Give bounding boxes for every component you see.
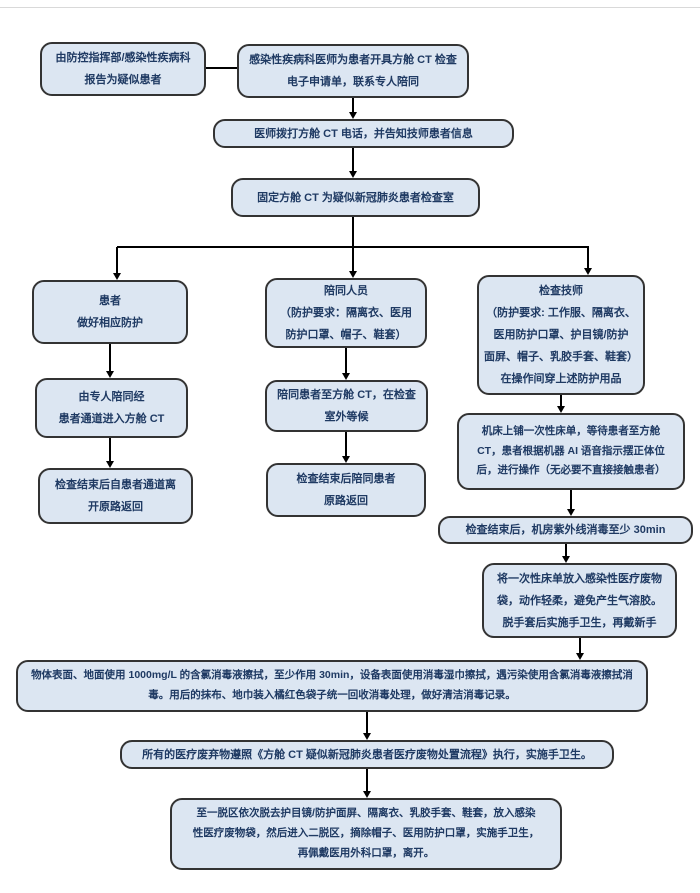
node-escort-wait: 陪同患者至方舱 CT，在检查 室外等候	[265, 380, 428, 432]
node-order-ct: 感染性疾病科医师为患者开具方舱 CT 检查 电子申请单，联系专人陪同	[237, 44, 469, 98]
node-patient-role: 患者 做好相应防护	[32, 280, 188, 344]
node-uv-disinfect: 检查结束后，机房紫外线消毒至少 30min	[438, 516, 693, 544]
connector-patient-enter-to-return	[109, 438, 111, 461]
arrowhead-operate-to-uv	[567, 509, 575, 516]
arrowhead-patient-enter-to-return	[106, 461, 114, 468]
connector-escort-role-to-wait	[345, 348, 347, 373]
node-patient-enter: 由专人陪同经 患者通道进入方舱 CT	[35, 378, 188, 438]
arrowhead-split-to-patient	[113, 273, 121, 280]
node-sheet-disposal: 将一次性床单放入感染性医疗废物 袋，动作轻柔，避免产生气溶胶。 脱手套后实施手卫…	[482, 563, 677, 638]
arrowhead-waste-to-doffing	[363, 791, 371, 798]
arrowhead-escort-role-to-wait	[342, 373, 350, 380]
node-medical-waste: 所有的医疗废弃物遵照《方舱 CT 疑似新冠肺炎患者医疗废物处置流程》执行，实施手…	[120, 740, 614, 769]
node-technician-role: 检查技师 （防护要求: 工作服、隔离衣、 医用防护口罩、护目镜/防护 面屏、帽子…	[477, 275, 645, 395]
arrowhead-patient-role-to-enter	[106, 371, 114, 378]
connector-technician-role-to-operate	[560, 395, 562, 406]
connector-order-to-phone	[352, 98, 354, 112]
arrowhead-surface-to-waste	[363, 733, 371, 740]
connector-report-to-order	[206, 67, 237, 69]
connector-surface-to-waste	[366, 712, 368, 733]
node-patient-return: 检查结束后自患者通道离 开原路返回	[38, 468, 193, 524]
arrowhead-escort-wait-to-return	[342, 456, 350, 463]
connector-escort-wait-to-return	[345, 432, 347, 456]
node-fixed-room: 固定方舱 CT 为疑似新冠肺炎患者检查室	[231, 178, 480, 217]
node-technician-operate: 机床上铺一次性床单，等待患者至方舱 CT，患者根据机器 AI 语音指示摆正体位 …	[457, 413, 685, 490]
connector-waste-to-doffing	[366, 769, 368, 791]
node-phone-call: 医师拨打方舱 CT 电话，并告知技师患者信息	[213, 119, 514, 148]
connector-split-to-technician	[587, 247, 589, 268]
connector-room-to-escort	[352, 217, 354, 271]
node-doffing: 至一脱区依次脱去护目镜/防护面屏、隔离衣、乳胶手套、鞋套，放入感染 性医疗废物袋…	[170, 798, 562, 870]
connector-operate-to-uv	[570, 490, 572, 509]
arrowhead-phone-to-room	[349, 171, 357, 178]
arrowhead-technician-role-to-operate	[557, 406, 565, 413]
connector-sheet-to-surface	[579, 638, 581, 653]
node-escort-role: 陪同人员 （防护要求：隔离衣、医用 防护口罩、帽子、鞋套）	[265, 278, 427, 348]
connector-phone-to-room	[352, 148, 354, 171]
connector-branch-split	[117, 246, 589, 248]
arrowhead-room-to-escort	[349, 271, 357, 278]
node-escort-return: 检查结束后陪同患者 原路返回	[266, 463, 426, 517]
node-report-source: 由防控指挥部/感染性疾病科 报告为疑似患者	[40, 42, 206, 96]
connector-uv-to-sheet	[565, 544, 567, 556]
top-border-line	[0, 7, 700, 8]
arrowhead-split-to-technician	[584, 268, 592, 275]
arrowhead-sheet-to-surface	[576, 653, 584, 660]
connector-patient-role-to-enter	[109, 344, 111, 371]
connector-split-to-patient	[116, 247, 118, 273]
arrowhead-order-to-phone	[349, 112, 357, 119]
arrowhead-uv-to-sheet	[562, 556, 570, 563]
node-surface-disinfect: 物体表面、地面使用 1000mg/L 的含氯消毒液擦拭，至少作用 30min，设…	[16, 660, 648, 712]
